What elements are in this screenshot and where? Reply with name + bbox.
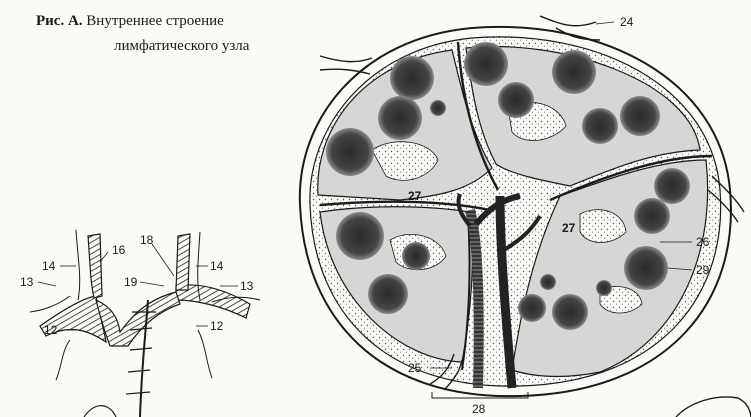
right-jugular (176, 234, 190, 290)
label-16: 16 (112, 243, 126, 257)
label-14-left: 14 (42, 259, 56, 273)
leader-line (140, 282, 164, 286)
partial-organ-outline (676, 397, 751, 417)
follicle (390, 56, 434, 100)
follicle (620, 96, 660, 136)
label-26: 26 (696, 235, 710, 249)
leader-line (596, 22, 614, 24)
label-12-right: 12 (210, 319, 224, 333)
follicle (540, 274, 556, 290)
label-18: 18 (140, 233, 154, 247)
follicle (498, 82, 534, 118)
follicle (624, 246, 668, 290)
label-13-right: 13 (240, 279, 254, 293)
follicle (518, 294, 546, 322)
follicle (326, 128, 374, 176)
lymph-node: 24 27 27 26 29 25 28 (300, 15, 744, 416)
leader-line (38, 282, 56, 286)
label-13-left: 13 (20, 275, 34, 289)
follicle (654, 168, 690, 204)
follicle (634, 198, 670, 234)
lymphatic-trunks-diagram: 16 18 14 14 13 13 19 12 12 (20, 230, 260, 417)
follicle (378, 96, 422, 140)
follicle (336, 212, 384, 260)
label-14-right: 14 (210, 259, 224, 273)
label-24: 24 (620, 15, 634, 29)
leader-line (152, 244, 174, 276)
left-jugular (88, 234, 102, 298)
follicle (582, 108, 618, 144)
follicle (368, 274, 408, 314)
follicle (552, 294, 588, 330)
label-19: 19 (124, 275, 138, 289)
follicle (596, 280, 612, 296)
label-29: 29 (696, 263, 710, 277)
label-28: 28 (472, 402, 486, 416)
label-27-right: 27 (562, 221, 576, 235)
duct-curve (84, 406, 116, 417)
follicle (402, 242, 430, 270)
follicle (430, 100, 446, 116)
label-12-left: 12 (44, 323, 58, 337)
label-27-left: 27 (408, 189, 422, 203)
brachiocephalic-vein (96, 292, 180, 346)
follicle (552, 50, 596, 94)
follicle (464, 42, 508, 86)
label-25: 25 (408, 361, 422, 375)
